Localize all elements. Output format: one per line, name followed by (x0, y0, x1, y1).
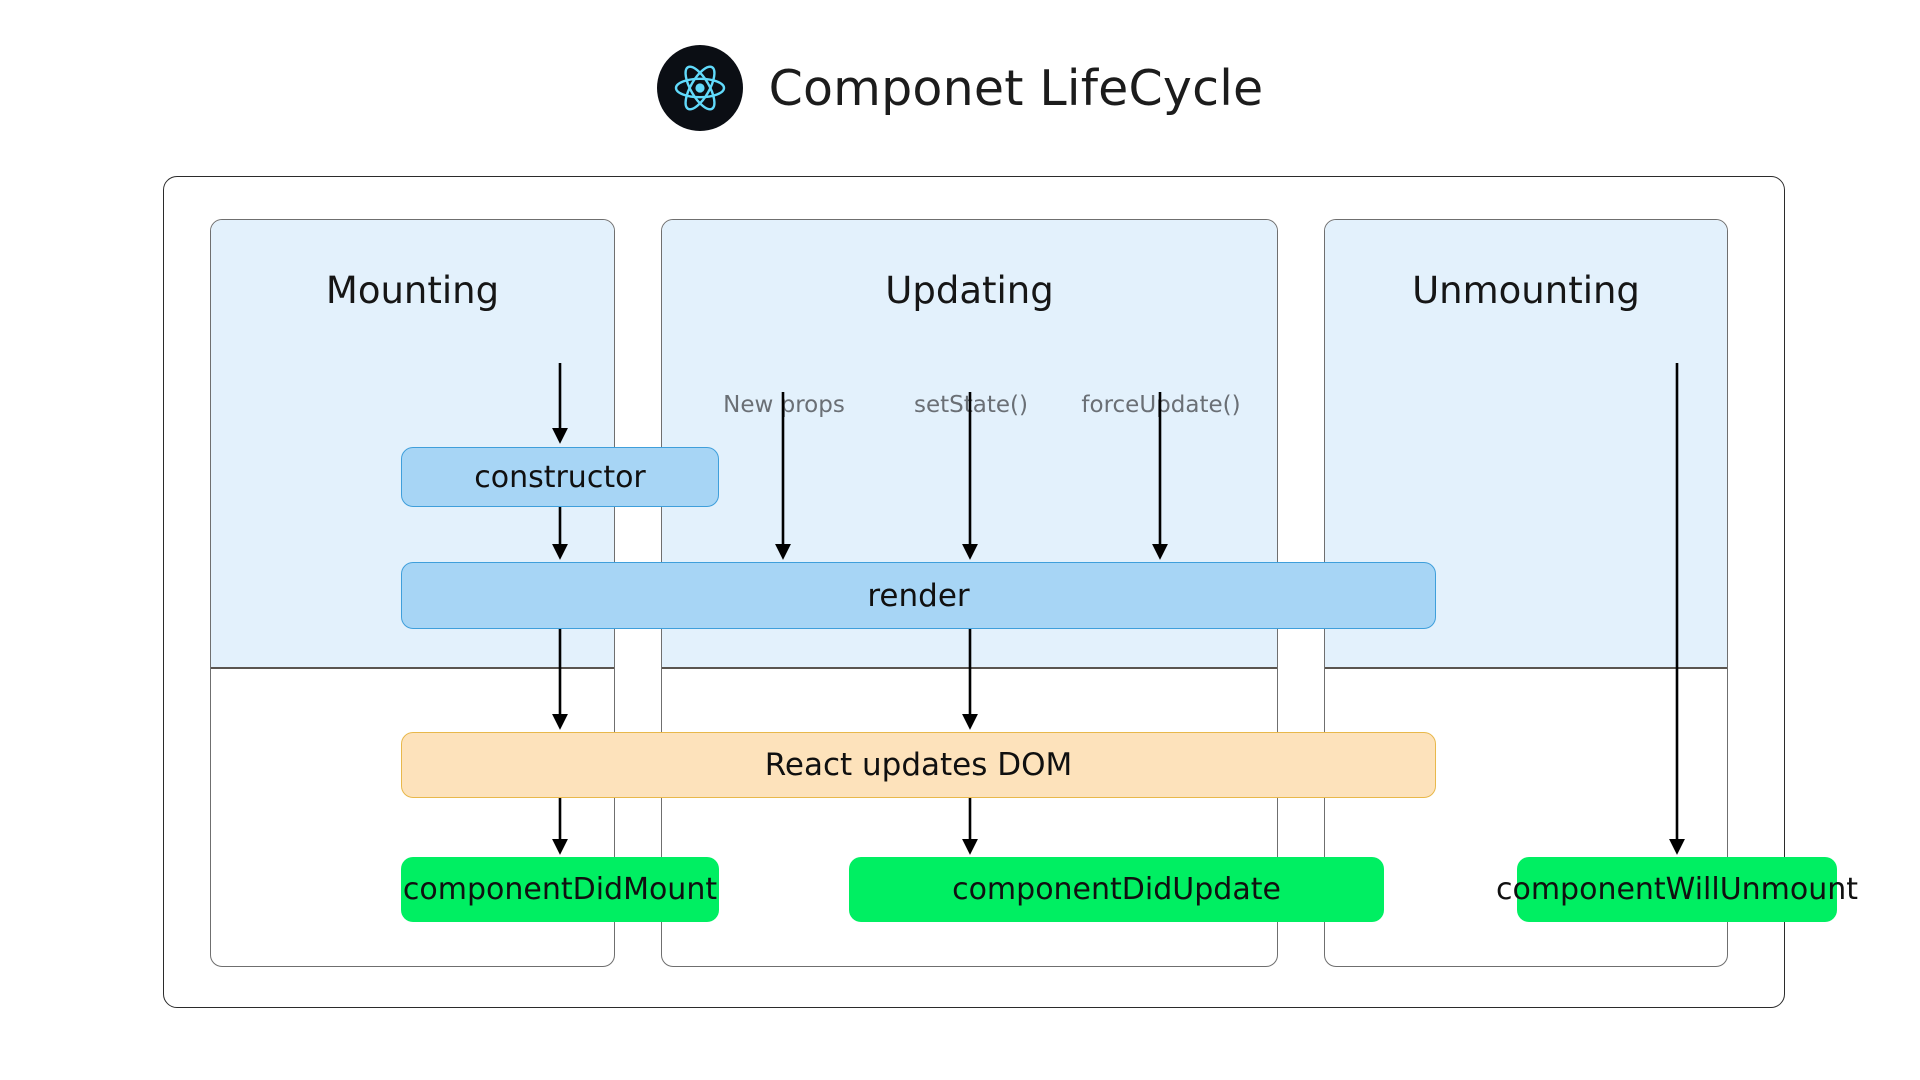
react-logo-icon (656, 45, 743, 131)
bar-render[interactable]: render (401, 562, 1436, 629)
diagram-card: Mounting Updating New props setState() f… (163, 176, 1858, 1008)
box-component-will-unmount[interactable]: componentWillUnmount (1496, 857, 1858, 922)
diagram-header: Componet LifeCycle (0, 38, 1920, 138)
page-title: Componet LifeCycle (768, 59, 1264, 117)
box-component-did-update[interactable]: componentDidUpdate (849, 857, 1384, 922)
trigger-label-new-props: New props (723, 392, 845, 418)
trigger-label-forceupdate: forceUpdate() (1081, 392, 1241, 418)
column-title-updating: Updating (885, 269, 1054, 312)
box-component-did-mount[interactable]: componentDidMount (401, 857, 719, 922)
box-constructor[interactable]: constructor (401, 447, 719, 507)
column-title-mounting: Mounting (325, 269, 500, 312)
trigger-label-setstate: setState() (914, 392, 1028, 418)
column-title-unmounting: Unmounting (1412, 269, 1640, 312)
bar-react-updates-dom[interactable]: React updates DOM (401, 732, 1436, 798)
